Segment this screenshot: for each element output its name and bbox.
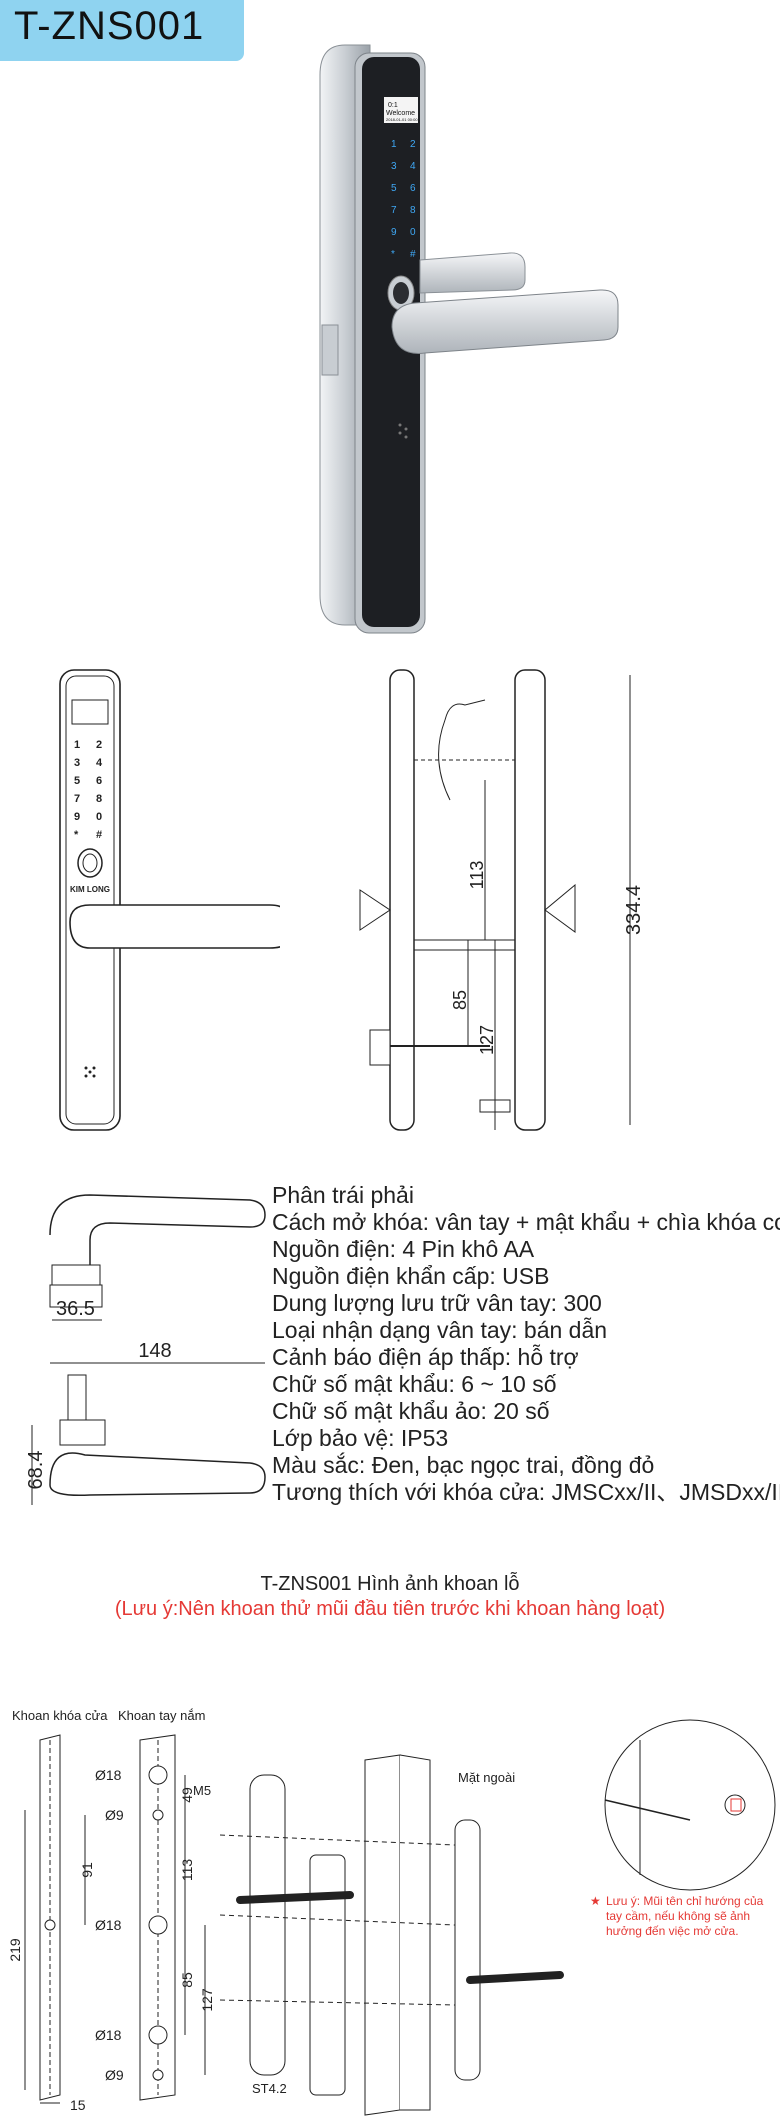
lock-screen-line3: 2018-01-01 00:00 [386, 117, 418, 122]
svg-text:3: 3 [391, 161, 397, 172]
brand-mark: KIM LONG [70, 885, 110, 894]
svg-text:Ø18: Ø18 [95, 1917, 122, 1933]
svg-text:6: 6 [96, 775, 102, 787]
dim-113: 113 [467, 861, 487, 890]
svg-text:219: 219 [7, 1938, 23, 1962]
spec-line-8: Chữ số mật khẩu: 6 ~ 10 số [272, 1371, 557, 1397]
svg-text:*: * [74, 829, 79, 841]
drill-title: T-ZNS001 Hình ảnh khoan lỗ [260, 1573, 520, 1595]
front-view-drawing: 1 2 3 4 5 6 7 8 9 0 * # KIM LONG [59, 669, 280, 1131]
drill-template-drawing: Khoan khóa cửa Khoan tay nắm Ø18 Ø9 Ø18 … [7, 1708, 776, 2116]
svg-text:Ø9: Ø9 [105, 2067, 124, 2083]
warning-line-2: tay cầm, nếu không sẽ ảnh [606, 1909, 750, 1923]
spec-line-3: Nguồn điện: 4 Pin khô AA [272, 1236, 535, 1262]
dim-85: 85 [450, 990, 470, 1010]
handle-dimensions-drawing: 36.5 148 68.4 [25, 1194, 266, 1505]
warning-star: ★ [590, 1894, 601, 1908]
svg-text:1: 1 [391, 139, 397, 150]
svg-text:9: 9 [391, 227, 397, 238]
svg-text:Ø18: Ø18 [95, 2027, 122, 2043]
svg-text:*: * [391, 249, 395, 260]
svg-text:8: 8 [96, 793, 102, 805]
svg-text:0: 0 [96, 811, 102, 823]
dim-36-5: 36.5 [56, 1298, 95, 1320]
svg-text:6: 6 [410, 183, 416, 194]
svg-text:5: 5 [391, 183, 397, 194]
svg-text:#: # [96, 829, 102, 841]
svg-text:49: 49 [179, 1787, 195, 1803]
svg-text:3: 3 [74, 757, 80, 769]
spec-line-12: Tương thích với khóa cửa: JMSCxx/II、JMSD… [272, 1479, 780, 1505]
spec-line-1: Phân trái phải [272, 1182, 414, 1208]
svg-text:7: 7 [391, 205, 397, 216]
lock-screen-line1: 0:1 [388, 102, 398, 109]
label-handle: Khoan tay nắm [118, 1708, 205, 1723]
svg-text:Ø18: Ø18 [95, 1767, 122, 1783]
product-render: 0:1 Welcome 2018-01-01 00:00 1 2 3 4 5 6 7 8… [319, 44, 619, 634]
model-title: T-ZNS001 [14, 4, 205, 48]
screw-m5: M5 [193, 1783, 211, 1798]
svg-text:113: 113 [179, 1859, 195, 1882]
drill-note: (Lưu ý:Nên khoan thử mũi đầu tiên trước … [114, 1598, 666, 1620]
side-view-drawing: 113 85 127 334.4 [359, 669, 645, 1131]
svg-text:2: 2 [410, 139, 416, 150]
label-door-lock: Khoan khóa cửa [12, 1708, 108, 1723]
svg-text:0: 0 [410, 227, 416, 238]
model-badge: T-ZNS001 [0, 0, 244, 61]
spec-line-9: Chữ số mật khẩu ảo: 20 số [272, 1398, 550, 1424]
svg-text:85: 85 [179, 1972, 195, 1988]
spec-line-5: Dung lượng lưu trữ vân tay: 300 [272, 1290, 602, 1316]
dim-127: 127 [477, 1025, 497, 1055]
warning-line-1: Lưu ý: Mũi tên chỉ hướng của [606, 1894, 764, 1908]
svg-text:5: 5 [74, 775, 80, 787]
screw-st42: ST4.2 [252, 2081, 287, 2096]
dim-334: 334.4 [623, 885, 645, 935]
svg-text:Ø9: Ø9 [105, 1807, 124, 1823]
warning-line-3: hưởng đến việc mở cửa. [606, 1924, 739, 1938]
svg-text:9: 9 [74, 811, 80, 823]
spec-line-11: Màu sắc: Đen, bạc ngọc trai, đồng đỏ [272, 1452, 655, 1478]
svg-text:#: # [410, 249, 416, 260]
svg-text:8: 8 [410, 205, 416, 216]
spec-line-7: Cảnh báo điện áp thấp: hỗ trợ [272, 1344, 579, 1370]
dim-148: 148 [138, 1340, 171, 1362]
spec-line-6: Loại nhận dạng vân tay: bán dẫn [272, 1317, 608, 1343]
spec-line-2: Cách mở khóa: vân tay + mật khẩu + chìa … [272, 1209, 780, 1235]
svg-text:1: 1 [74, 739, 80, 751]
svg-text:2: 2 [96, 739, 102, 751]
svg-text:7: 7 [74, 793, 80, 805]
svg-text:127: 127 [199, 1988, 215, 2012]
spec-line-10: Lớp bảo vệ: IP53 [272, 1425, 449, 1451]
spec-line-4: Nguồn điện khẩn cấp: USB [272, 1263, 550, 1289]
svg-text:15: 15 [70, 2097, 86, 2113]
svg-text:4: 4 [410, 161, 416, 172]
svg-text:4: 4 [96, 757, 103, 769]
dim-68-4: 68.4 [25, 1451, 47, 1490]
outside-label: Mặt ngoài [458, 1770, 515, 1785]
lock-screen-line2: Welcome [386, 110, 415, 117]
svg-text:91: 91 [79, 1862, 95, 1878]
